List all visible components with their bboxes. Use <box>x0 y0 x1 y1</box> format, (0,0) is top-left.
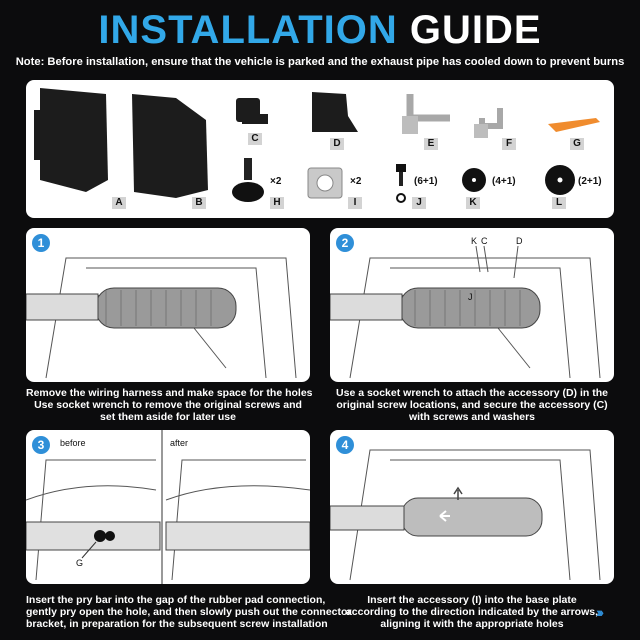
next-arrows-icon: ››› <box>596 604 604 620</box>
step-3-label-before: before <box>60 438 86 448</box>
title-installation: INSTALLATION <box>98 8 398 52</box>
part-label-f: F <box>502 138 516 150</box>
step-3-illustration <box>26 430 310 584</box>
part-qty-i: ×2 <box>350 176 362 187</box>
step-2-line-3: with screws and washers <box>408 411 536 423</box>
step-1-line-3: set them aside for later use <box>100 411 236 423</box>
part-qty-l: (2+1) <box>578 176 602 187</box>
part-qty-h: ×2 <box>270 176 282 187</box>
part-label-e: E <box>424 138 438 150</box>
part-h-rubber-icon <box>232 158 264 202</box>
part-label-j: J <box>412 197 426 209</box>
part-i-cage-nut-icon <box>307 167 343 199</box>
part-label-c: C <box>248 133 262 145</box>
part-d-bracket-icon <box>312 92 358 132</box>
step-3-label-g: G <box>76 558 84 568</box>
step-1-line-2: Use socket wrench to remove the original… <box>34 399 302 411</box>
part-qty-j: (6+1) <box>414 176 438 187</box>
step-2-label-c: C <box>481 236 488 246</box>
part-e-wrench-icon <box>406 94 450 122</box>
part-label-b: B <box>192 197 206 209</box>
step-4-line-1: Insert the accessory (I) into the base p… <box>367 594 577 606</box>
part-label-i: I <box>348 197 362 209</box>
part-label-k: K <box>466 197 480 209</box>
step-4-line-2: according to the direction indicated by … <box>345 606 599 618</box>
part-f-wrench-icon <box>479 108 503 129</box>
step-3-line-2: gently pry open the hole, and then slowl… <box>26 606 352 618</box>
step-1-illustration <box>26 257 297 379</box>
step-4-illustration <box>330 449 601 581</box>
parts-panel: A B C D E F G H I J K L ×2 ×2 (6+1) (4+1… <box>26 80 614 218</box>
page-title: INSTALLATION GUIDE <box>0 6 640 54</box>
safety-note: Note: Before installation, ensure that t… <box>15 56 625 68</box>
step-4-panel: 4 <box>330 430 614 584</box>
part-b-plate-icon <box>132 94 208 198</box>
part-c-bracket-icon <box>236 98 268 124</box>
step-2-caption: Use a socket wrench to attach the access… <box>330 387 614 423</box>
parts-illustration <box>34 88 600 203</box>
part-label-h: H <box>270 197 284 209</box>
step-2-panel: 2 K C D J <box>330 228 614 382</box>
step-2-label-k: K <box>471 236 478 246</box>
part-label-a: A <box>112 197 126 209</box>
step-2-label-d: D <box>516 236 523 246</box>
step-4-line-3: aligning it with the appropriate holes <box>380 618 564 630</box>
step-2-label-j: J <box>468 292 473 302</box>
part-label-g: G <box>570 138 584 150</box>
step-3-number: 3 <box>32 436 50 454</box>
step-1-caption: Remove the wiring harness and make space… <box>26 387 313 423</box>
part-j-screw-icon <box>396 164 406 203</box>
step-3-panel: 3 before after G <box>26 430 310 584</box>
step-3-line-1: Insert the pry bar into the gap of the r… <box>26 594 326 606</box>
step-3-line-3: bracket, in preparation for the subseque… <box>26 618 328 630</box>
step-3-label-after: after <box>170 438 189 448</box>
part-a-plate-icon <box>34 88 108 192</box>
step-1-line-1: Remove the wiring harness and make space… <box>26 387 313 399</box>
step-1-panel: 1 <box>26 228 310 382</box>
step-4-caption: Insert the accessory (I) into the base p… <box>330 594 614 630</box>
part-qty-k: (4+1) <box>492 176 516 187</box>
step-4-number: 4 <box>336 436 354 454</box>
part-g-pry-tool-icon <box>548 118 600 132</box>
part-e-socket-icon <box>402 116 418 134</box>
part-label-d: D <box>330 138 344 150</box>
title-guide: GUIDE <box>409 8 542 52</box>
step-2-line-2: original screw locations, and secure the… <box>336 399 608 411</box>
step-2-illustration <box>330 245 601 379</box>
step-3-caption: Insert the pry bar into the gap of the r… <box>26 594 352 630</box>
step-2-line-1: Use a socket wrench to attach the access… <box>336 387 608 399</box>
step-2-number: 2 <box>336 234 354 252</box>
part-label-l: L <box>552 197 566 209</box>
step-1-number: 1 <box>32 234 50 252</box>
